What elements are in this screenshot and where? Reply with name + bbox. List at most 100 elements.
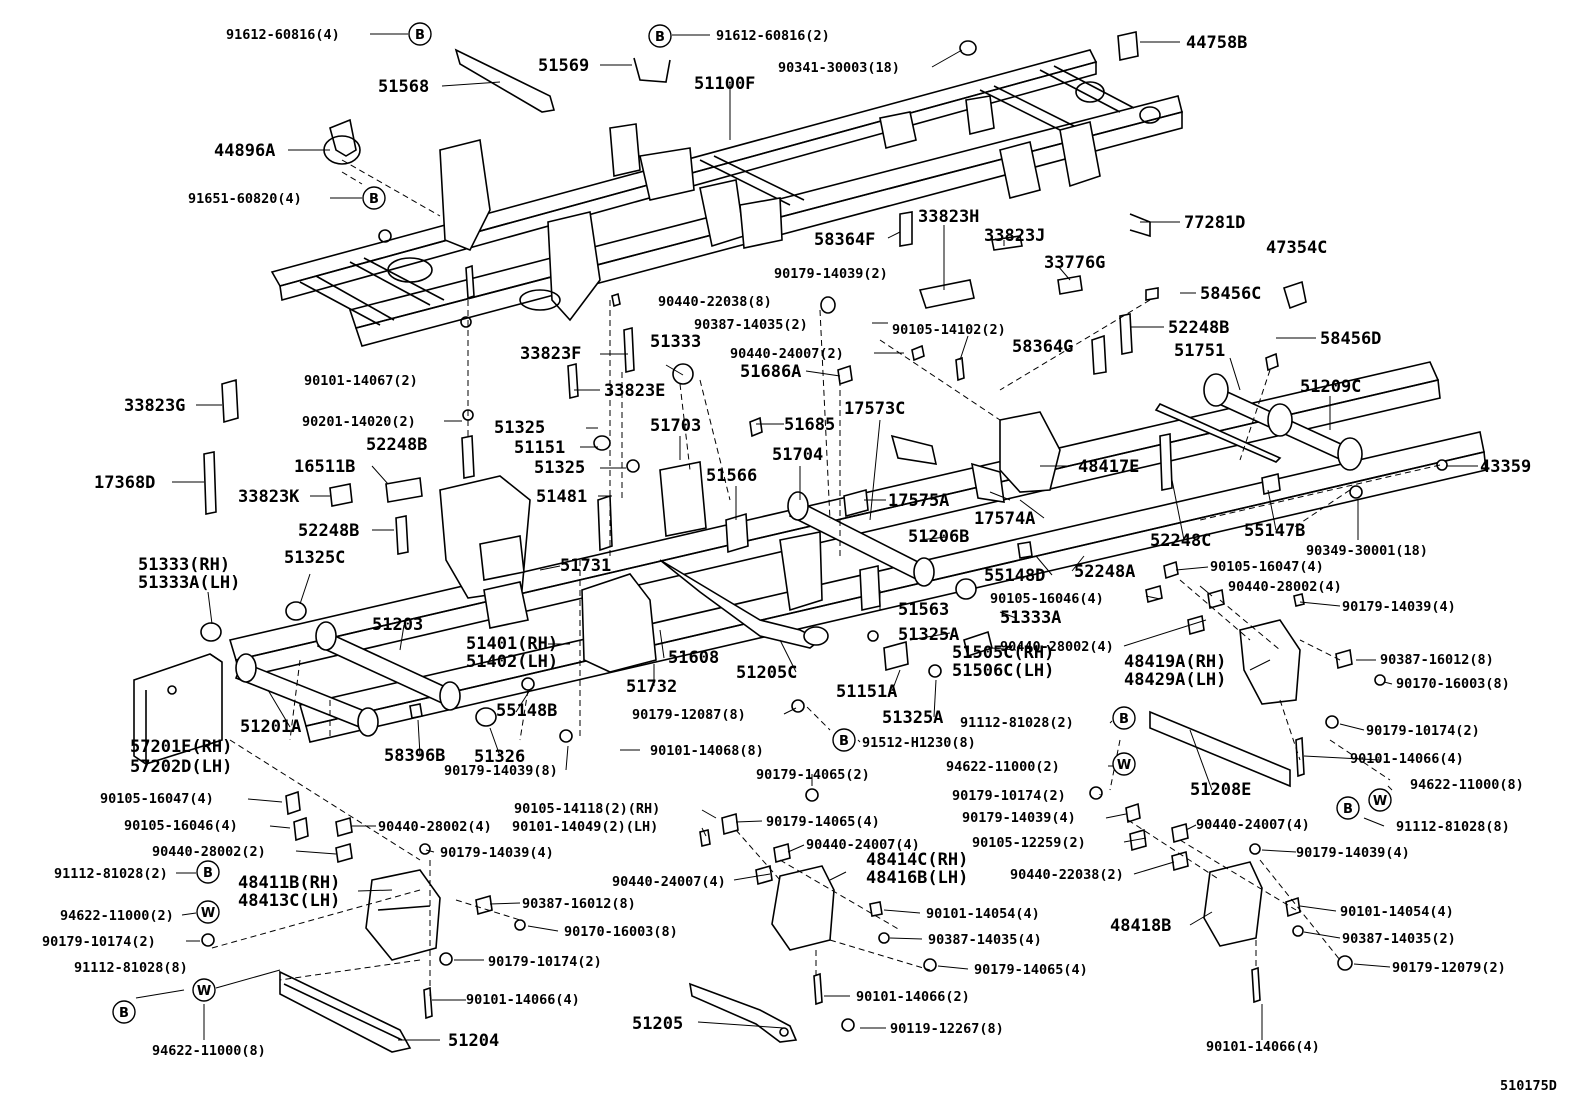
part-label: 51569 — [538, 56, 589, 76]
part-label: 48419A(RH) — [1124, 652, 1226, 672]
svg-text:W: W — [1117, 758, 1131, 773]
badge-b: B — [196, 860, 220, 884]
part-label: 51703 — [650, 416, 701, 436]
part-label: 51704 — [772, 445, 823, 465]
part-label: 44896A — [214, 141, 275, 161]
part-label: 91112-81028(2) — [960, 715, 1074, 731]
part-label: 94622-11000(2) — [60, 908, 174, 924]
part-label: 16511B — [294, 457, 355, 477]
leader-lines — [135, 33, 1478, 1041]
part-label: 90440-28002(4) — [1228, 579, 1342, 595]
svg-text:W: W — [1373, 794, 1387, 809]
part-label: 51481 — [536, 487, 587, 507]
part-label: 55148B — [496, 701, 557, 721]
part-label: 57201E(RH) — [130, 737, 232, 757]
part-label: 90440-28002(4) — [378, 819, 492, 835]
part-label: 90387-14035(2) — [694, 317, 808, 333]
part-label: 17574A — [974, 509, 1035, 529]
part-label: 51608 — [668, 648, 719, 668]
part-label: 58456D — [1320, 329, 1381, 349]
part-label: 94622-11000(2) — [946, 759, 1060, 775]
part-label: 90387-16012(8) — [1380, 652, 1494, 668]
part-label: 48413C(LH) — [238, 891, 340, 911]
part-label: 51402(LH) — [466, 652, 558, 672]
badge-b: B — [362, 186, 386, 210]
part-label: 48416B(LH) — [866, 868, 968, 888]
part-label: 90119-12267(8) — [890, 1021, 1004, 1037]
part-label: 33823K — [238, 487, 300, 507]
part-label: 90440-24007(2) — [730, 346, 844, 362]
diagram-code: 510175D — [1500, 1078, 1557, 1094]
part-label: 90170-16003(8) — [1396, 676, 1510, 692]
part-label: 51333A — [1000, 608, 1061, 628]
part-label: 51203 — [372, 615, 423, 635]
part-label: 51206B — [908, 527, 969, 547]
part-label: 51566 — [706, 466, 757, 486]
part-label: 33823F — [520, 344, 581, 364]
part-label: 90179-10174(2) — [488, 954, 602, 970]
part-label: 90105-12259(2) — [972, 835, 1086, 851]
part-label: 90179-10174(2) — [952, 788, 1066, 804]
part-label: 90440-22038(2) — [1010, 867, 1124, 883]
part-label: 51568 — [378, 77, 429, 97]
part-label: 90341-30003(18) — [778, 60, 900, 76]
badge-b: B — [112, 1000, 136, 1024]
part-label: 91512-H1230(8) — [862, 735, 976, 751]
part-label: 51401(RH) — [466, 634, 558, 654]
part-label: 51204 — [448, 1031, 499, 1051]
part-label: 91112-81028(8) — [1396, 819, 1510, 835]
part-label: 48429A(LH) — [1124, 670, 1226, 690]
part-label: 90101-14054(4) — [926, 906, 1040, 922]
part-label: 90105-14118(2)(RH) — [514, 801, 660, 817]
part-label: 51209C — [1300, 377, 1361, 397]
rear-center-assembly — [688, 865, 835, 1043]
part-label: 52248C — [1150, 531, 1211, 551]
part-label: 90387-14035(2) — [1342, 931, 1456, 947]
part-label: 91612-60816(4) — [226, 27, 340, 43]
part-label: 51151A — [836, 682, 897, 702]
part-label: 91651-60820(4) — [188, 191, 302, 207]
part-label: 90179-14039(4) — [1296, 845, 1410, 861]
part-label: 90101-14068(8) — [650, 743, 764, 759]
part-label: 51732 — [626, 677, 677, 697]
part-label: 90179-12079(2) — [1392, 960, 1506, 976]
svg-text:B: B — [369, 192, 379, 207]
part-label: 17368D — [94, 473, 155, 493]
part-label: 33823E — [604, 381, 665, 401]
part-label: 51731 — [560, 556, 611, 576]
part-label: 94622-11000(8) — [152, 1043, 266, 1059]
part-label: 51208E — [1190, 780, 1251, 800]
svg-text:B: B — [839, 734, 849, 749]
part-label: 51685 — [784, 415, 835, 435]
part-label: 55147B — [1244, 521, 1305, 541]
part-label: 51325 — [494, 418, 545, 438]
part-label: 51205 — [632, 1014, 683, 1034]
main-frame-drawing — [270, 49, 1183, 347]
svg-text:B: B — [1119, 712, 1129, 727]
lower-frame-drawing — [133, 361, 1487, 788]
part-label: 90387-14035(4) — [928, 932, 1042, 948]
part-label: 90170-16003(8) — [564, 924, 678, 940]
badge-w: W — [1112, 752, 1136, 776]
part-label: 90179-12087(8) — [632, 707, 746, 723]
part-label: 90179-14039(4) — [962, 810, 1076, 826]
svg-text:B: B — [119, 1006, 129, 1021]
part-label: 91112-81028(2) — [54, 866, 168, 882]
badge-w: W — [1368, 788, 1392, 812]
part-label: 91612-60816(2) — [716, 28, 830, 44]
svg-text:W: W — [201, 906, 215, 921]
part-label: 90179-10174(2) — [42, 934, 156, 950]
part-label: 90105-16047(4) — [1210, 559, 1324, 575]
part-label: 51506C(LH) — [952, 661, 1054, 681]
part-label: 48418B — [1110, 916, 1171, 936]
part-label: 90105-14102(2) — [892, 322, 1006, 338]
part-label: 90179-14039(4) — [1342, 599, 1456, 615]
part-label: 51205C — [736, 663, 797, 683]
part-label: 51325A — [898, 625, 959, 645]
svg-text:B: B — [415, 28, 425, 43]
part-label: 90387-16012(8) — [522, 896, 636, 912]
part-label: 90101-14066(4) — [1206, 1039, 1320, 1055]
part-label: 51333A(LH) — [138, 573, 240, 593]
part-label: 90179-14039(4) — [440, 845, 554, 861]
